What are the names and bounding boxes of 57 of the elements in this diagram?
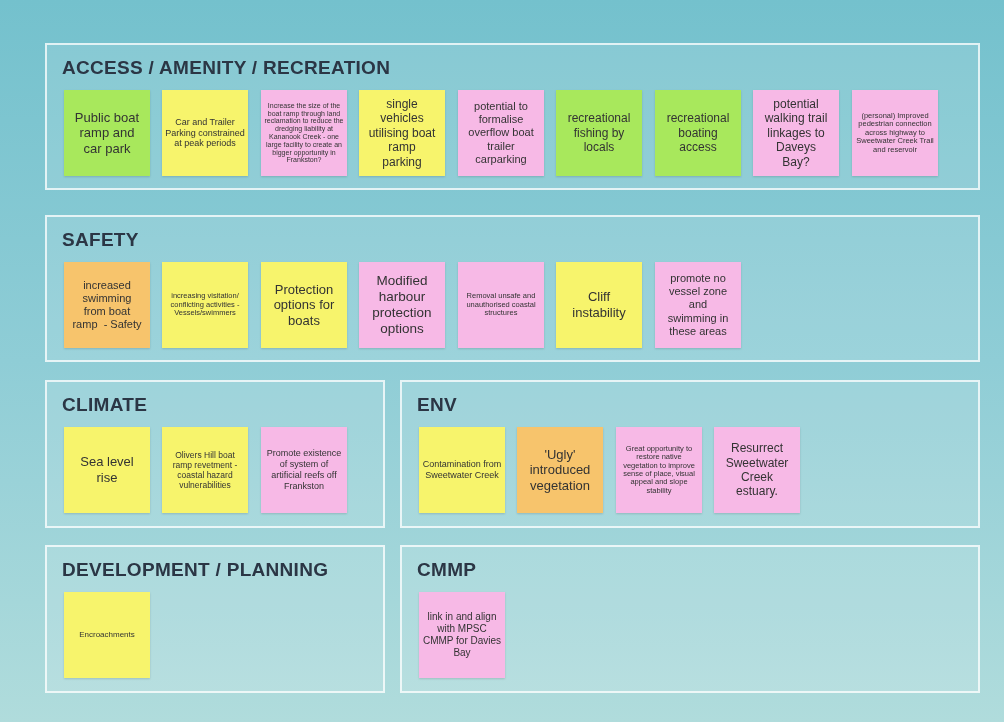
category-panel xyxy=(400,545,980,693)
category-panel xyxy=(45,545,385,693)
sticky-note xyxy=(162,90,248,176)
category-panel xyxy=(400,380,980,528)
sticky-note xyxy=(359,90,445,176)
sticky-note xyxy=(458,262,544,348)
note-text: Cliff instability xyxy=(571,288,627,322)
sticky-note xyxy=(655,90,741,176)
sticky-note xyxy=(64,262,150,348)
category-panel xyxy=(45,380,385,528)
sticky-note xyxy=(64,90,150,176)
note-text: increased swimming from boat ramp - Safety xyxy=(71,277,143,333)
category-panel xyxy=(45,215,980,362)
sticky-note xyxy=(556,262,642,348)
note-text: Olivers Hill boat ramp revetment - coastal hazard vulnerabilities xyxy=(171,448,239,493)
note-text: potential walking trail linkages to Daveys Bay? xyxy=(763,96,829,171)
category-heading: DEVELOPMENT / PLANNING xyxy=(62,559,329,581)
sticky-note xyxy=(556,90,642,176)
sticky-note xyxy=(419,427,505,513)
note-text: Car and Trailer Parking constrained at peak periods xyxy=(164,115,246,151)
sticky-note xyxy=(261,427,347,513)
note-text: Contamination from Sweetwater Creek xyxy=(421,458,503,482)
note-text: recreational fishing by locals xyxy=(566,110,632,157)
sticky-note xyxy=(852,90,938,176)
category-heading: CMMP xyxy=(417,559,477,581)
sticky-note xyxy=(261,90,347,176)
note-text: Encroachments xyxy=(78,629,136,642)
note-text: Sea level rise xyxy=(79,453,135,487)
note-text: single vehicles utilising boat ramp parking xyxy=(367,96,437,171)
note-text: Public boat ramp and car park xyxy=(73,108,141,158)
sticky-note xyxy=(162,427,248,513)
sticky-note xyxy=(517,427,603,513)
sticky-note xyxy=(359,262,445,348)
category-heading: ENV xyxy=(417,394,457,416)
note-text: potential to formalise overflow boat trailer carparking xyxy=(467,99,535,167)
note-text: Promote existence of system of artificial reefs off Frankston xyxy=(265,447,343,493)
note-text: promote no vessel zone and swimming in these areas xyxy=(666,271,730,339)
sticky-note xyxy=(458,90,544,176)
note-text: 'Ugly' introduced vegetation xyxy=(528,445,592,495)
sticky-note xyxy=(655,262,741,348)
note-text: link in and align with MPSC CMMP for Davies Bay xyxy=(421,610,503,660)
note-text: Protection options for boats xyxy=(272,280,336,330)
category-heading: ACCESS / AMENITY / RECREATION xyxy=(62,57,391,79)
sticky-note xyxy=(753,90,839,176)
sticky-note xyxy=(162,262,248,348)
note-text: Modified harbour protection options xyxy=(371,271,433,339)
note-text: recreational boating access xyxy=(665,110,731,157)
category-heading: SAFETY xyxy=(62,229,139,251)
category-panel xyxy=(45,43,980,190)
sticky-note xyxy=(64,592,150,678)
category-heading: CLIMATE xyxy=(62,394,148,416)
sticky-note xyxy=(714,427,800,513)
sticky-note xyxy=(419,592,505,678)
sticky-note xyxy=(261,262,347,348)
sticky-note xyxy=(616,427,702,513)
note-text: Resurrect Sweetwater Creek estuary. xyxy=(724,440,790,501)
sticky-note xyxy=(64,427,150,513)
